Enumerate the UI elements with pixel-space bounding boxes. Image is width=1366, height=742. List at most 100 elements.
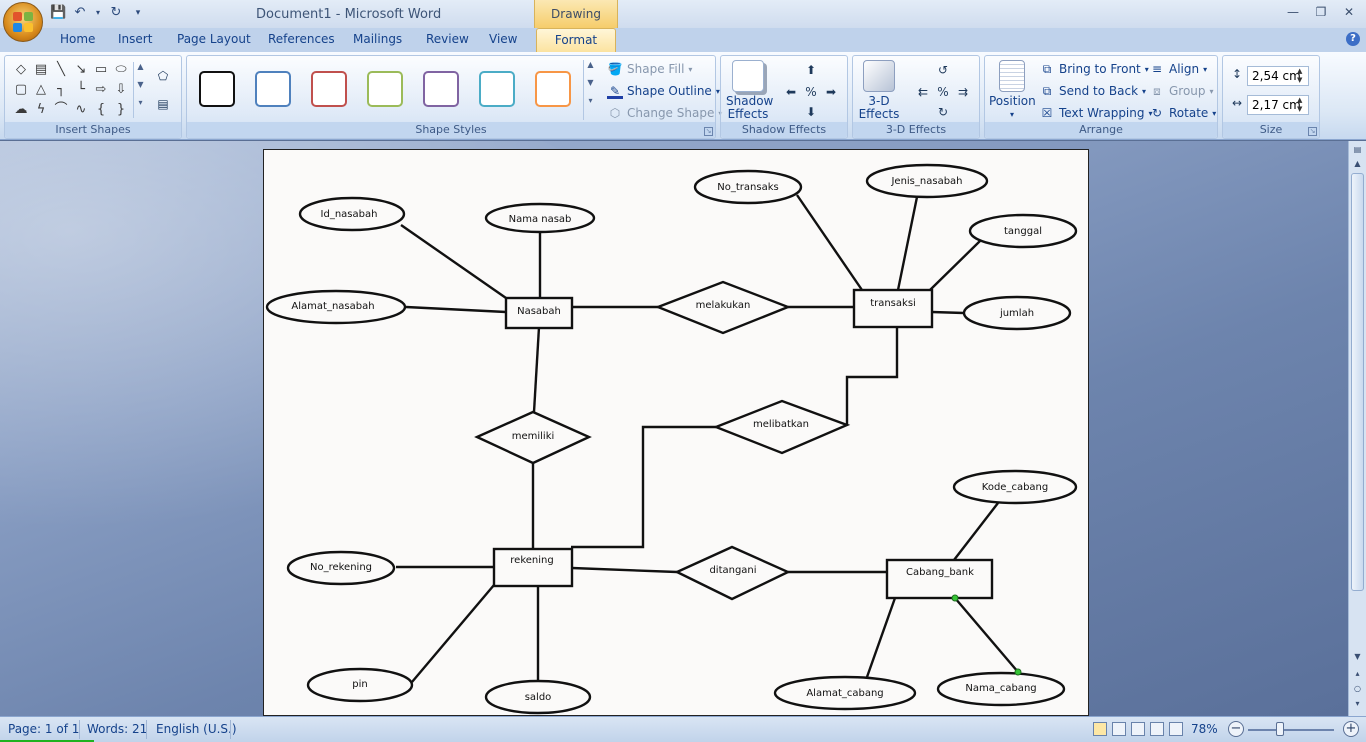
shape-style-swatch[interactable]	[423, 71, 459, 107]
oval-shape-icon[interactable]: ⬭	[115, 62, 127, 77]
nudge-shadow-down-icon[interactable]: ⬇	[805, 105, 817, 119]
shadow-toggle-icon[interactable]: %	[805, 85, 817, 99]
word-count[interactable]: Words: 21	[87, 722, 148, 736]
attribute-pin[interactable]: pin	[306, 667, 414, 703]
shape-fill-button[interactable]: 🪣 Shape Fill▾	[607, 62, 693, 76]
dropdown-icon[interactable]: ▾	[95, 8, 100, 17]
send-to-back-button[interactable]: ⧉ Send to Back▾	[1039, 83, 1146, 99]
shape-outline-button[interactable]: ✎ Shape Outline▾	[607, 83, 720, 99]
office-button[interactable]	[3, 2, 43, 42]
scrollbar-thumb[interactable]	[1351, 173, 1364, 591]
shape-style-swatch[interactable]	[535, 71, 571, 107]
rectangle-shape-icon[interactable]: ▭	[94, 62, 108, 77]
text-wrapping-button[interactable]: ☒ Text Wrapping▾	[1039, 105, 1153, 121]
tab-view[interactable]: View	[489, 32, 518, 46]
restore-icon[interactable]: ❐	[1315, 5, 1327, 19]
connector-nama-cabang[interactable]	[954, 597, 1019, 673]
shape-style-swatch[interactable]	[311, 71, 347, 107]
right-brace-shape-icon[interactable]: }	[116, 102, 126, 117]
document-page[interactable]: Id_nasabah Nama nasab Alamat_nasabah No_…	[263, 149, 1089, 716]
attribute-jumlah[interactable]: jumlah	[962, 295, 1072, 331]
line-shape-icon[interactable]: ╲	[57, 62, 65, 77]
connector-transaksi-melibatkan[interactable]	[845, 327, 899, 425]
tab-insert[interactable]: Insert	[118, 32, 153, 46]
size-launcher-icon[interactable]: ↘	[1308, 127, 1317, 136]
vertical-scrollbar[interactable]: ▤ ▲ ▼ ▴ ○ ▾	[1348, 141, 1366, 716]
three-d-toggle-icon[interactable]: %	[937, 85, 949, 99]
elbow-arrow-shape-icon[interactable]: └	[77, 82, 85, 97]
three-d-effects-button[interactable]: 3-D Effects ▾	[857, 60, 901, 135]
edit-shape-icon[interactable]: ⬠	[157, 69, 169, 83]
connector-start-handle[interactable]	[951, 594, 959, 602]
select-browse-object-icon[interactable]: ○	[1354, 684, 1361, 693]
tilt-left-icon[interactable]: ⇇	[917, 85, 929, 99]
customize-qat-icon[interactable]: ▾	[135, 8, 141, 18]
shape-width-input[interactable]: 2,17 cm ▲▼	[1247, 95, 1309, 115]
tilt-up-icon[interactable]: ↺	[937, 63, 949, 77]
group-button[interactable]: ⧈ Group▾	[1149, 83, 1213, 99]
tilt-right-icon[interactable]: ⇉	[957, 85, 969, 99]
text-box-icon[interactable]: ▤	[157, 97, 169, 111]
relationship-ditangani[interactable]: ditangani	[674, 545, 791, 601]
connector-rekening-ditangani[interactable]	[571, 566, 678, 574]
connector-nasabah-memiliki[interactable]	[532, 326, 541, 413]
previous-page-icon[interactable]: ▴	[1355, 669, 1360, 678]
shape-style-swatch[interactable]	[479, 71, 515, 107]
zoom-out-icon[interactable]: −	[1228, 721, 1244, 737]
entity-cabang-bank[interactable]: Cabang_bank	[885, 558, 994, 600]
rounded-rectangle-shape-icon[interactable]: ▢	[14, 82, 28, 97]
attribute-alamat-cabang[interactable]: Alamat_cabang	[773, 675, 917, 711]
shape-style-swatch[interactable]	[199, 71, 235, 107]
tab-home[interactable]: Home	[60, 32, 96, 46]
attribute-tanggal[interactable]: tanggal	[968, 213, 1078, 249]
outline-view-icon[interactable]	[1150, 722, 1164, 736]
zoom-level[interactable]: 78%	[1191, 722, 1218, 736]
connector-tanggal[interactable]	[929, 240, 981, 291]
ruler-toggle-icon[interactable]: ▤	[1353, 145, 1362, 154]
attribute-nama-cabang[interactable]: Nama_cabang	[936, 671, 1066, 707]
tilt-down-icon[interactable]: ↻	[937, 105, 949, 119]
curve-shape-icon[interactable]: ∿	[75, 102, 87, 117]
connector-jenis-nasabah[interactable]	[896, 196, 919, 291]
shadow-effects-button[interactable]: Shadow Effects ▾	[726, 60, 773, 135]
attribute-nama-nasabah[interactable]: Nama nasab	[484, 202, 596, 234]
shapes-gallery-scroll[interactable]: ▲▼▾	[133, 62, 147, 118]
redo-icon[interactable]: ↻	[110, 5, 122, 20]
connector-alamat-cabang[interactable]	[865, 597, 897, 678]
zoom-in-icon[interactable]: +	[1343, 721, 1359, 737]
entity-transaksi[interactable]: transaksi	[852, 288, 934, 329]
shape-height-input[interactable]: 2,54 cm ▲▼	[1247, 66, 1309, 86]
tab-page-layout[interactable]: Page Layout	[177, 32, 251, 46]
connector-alamat-nasabah[interactable]	[405, 305, 507, 314]
position-button[interactable]: Position ▾	[989, 60, 1036, 121]
left-brace-shape-icon[interactable]: {	[96, 102, 106, 117]
down-arrow-shape-icon[interactable]: ⇩	[115, 82, 127, 97]
attribute-no-transaks[interactable]: No_transaks	[693, 169, 803, 205]
help-icon[interactable]: ?	[1346, 32, 1360, 46]
relationship-memiliki[interactable]: memiliki	[474, 410, 592, 465]
scroll-up-icon[interactable]: ▲	[1354, 159, 1361, 168]
relationship-melibatkan[interactable]: melibatkan	[712, 399, 851, 455]
connector-id-nasabah[interactable]	[400, 224, 507, 299]
right-arrow-shape-icon[interactable]: ⇨	[95, 82, 107, 97]
zoom-slider[interactable]	[1248, 729, 1334, 731]
cloud-shape-icon[interactable]: ☁	[14, 102, 28, 117]
tab-mailings[interactable]: Mailings	[353, 32, 403, 46]
language-indicator[interactable]: English (U.S.)	[156, 722, 237, 736]
nudge-shadow-right-icon[interactable]: ➡	[825, 85, 837, 99]
attribute-jenis-nasabah[interactable]: Jenis_nasabah	[865, 163, 989, 199]
connector-pin[interactable]	[411, 584, 495, 683]
zoom-slider-knob[interactable]	[1276, 722, 1285, 736]
shape-style-swatch[interactable]	[367, 71, 403, 107]
arc-shape-icon[interactable]: ⌒	[54, 102, 68, 117]
connector-end-handle[interactable]	[1014, 668, 1022, 676]
draft-view-icon[interactable]	[1169, 722, 1183, 736]
print-layout-view-icon[interactable]	[1093, 722, 1107, 736]
page-count[interactable]: Page: 1 of 1	[8, 722, 80, 736]
tab-references[interactable]: References	[268, 32, 335, 46]
attribute-id-nasabah[interactable]: Id_nasabah	[298, 196, 406, 232]
er-diagram[interactable]: Id_nasabah Nama nasab Alamat_nasabah No_…	[264, 150, 1090, 716]
connector-jumlah[interactable]	[931, 310, 965, 315]
textbox-shape-icon[interactable]: ▤	[34, 62, 48, 77]
next-page-icon[interactable]: ▾	[1355, 699, 1360, 708]
